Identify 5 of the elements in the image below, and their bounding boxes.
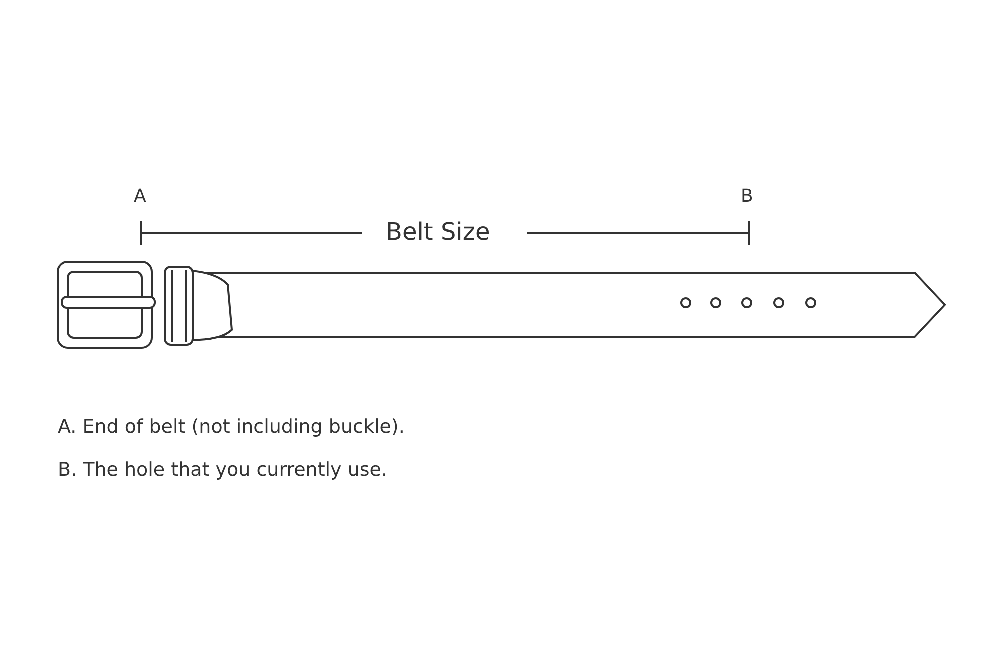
note-text: A. End of belt (not including buckle). bbox=[58, 418, 405, 437]
note-text: B. The hole that you currently use. bbox=[58, 461, 388, 480]
callout-letter: A bbox=[134, 188, 146, 206]
dimension-label: Belt Size bbox=[386, 220, 490, 244]
callout-letter: B bbox=[741, 188, 754, 206]
